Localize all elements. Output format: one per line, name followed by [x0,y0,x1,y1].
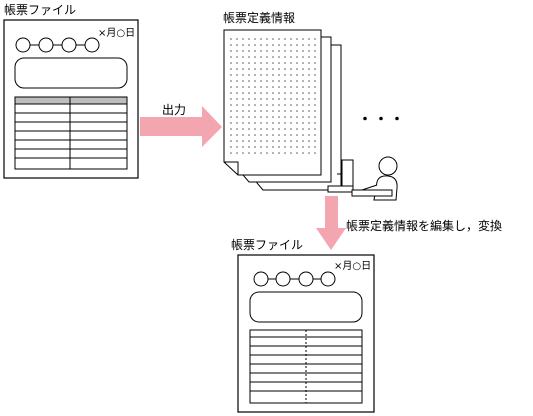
operator-icon [327,156,398,201]
output-label: 出力 [162,103,187,117]
dot-grid [229,36,317,156]
chain-circle [298,271,314,287]
detail-table [249,329,363,404]
chain-circle [275,271,291,287]
chain-circle [320,271,336,287]
edit-convert-arrow [316,196,346,250]
chain-circle [15,37,31,53]
source-form-document [3,19,139,179]
ellipsis-label: ・・・ [358,112,406,128]
chain-circle [61,37,77,53]
converted-form-label: 帳票ファイル [231,238,304,252]
definition-stack [223,29,342,191]
chain-circle [84,37,100,53]
chain-circle [253,271,269,287]
date-text: ×月○日 [98,28,136,39]
converted-form-document [237,254,375,413]
address-box [14,57,128,89]
date-text: ×月○日 [334,261,372,272]
detail-table [14,96,128,170]
output-arrow [140,106,222,147]
address-box [249,291,363,323]
form-definition-label: 帳票定義情報 [223,11,296,25]
chain-circle [38,37,54,53]
edit-convert-label: 帳票定義情報を編集し，変換 [346,219,503,233]
source-form-label: 帳票ファイル [4,3,77,17]
